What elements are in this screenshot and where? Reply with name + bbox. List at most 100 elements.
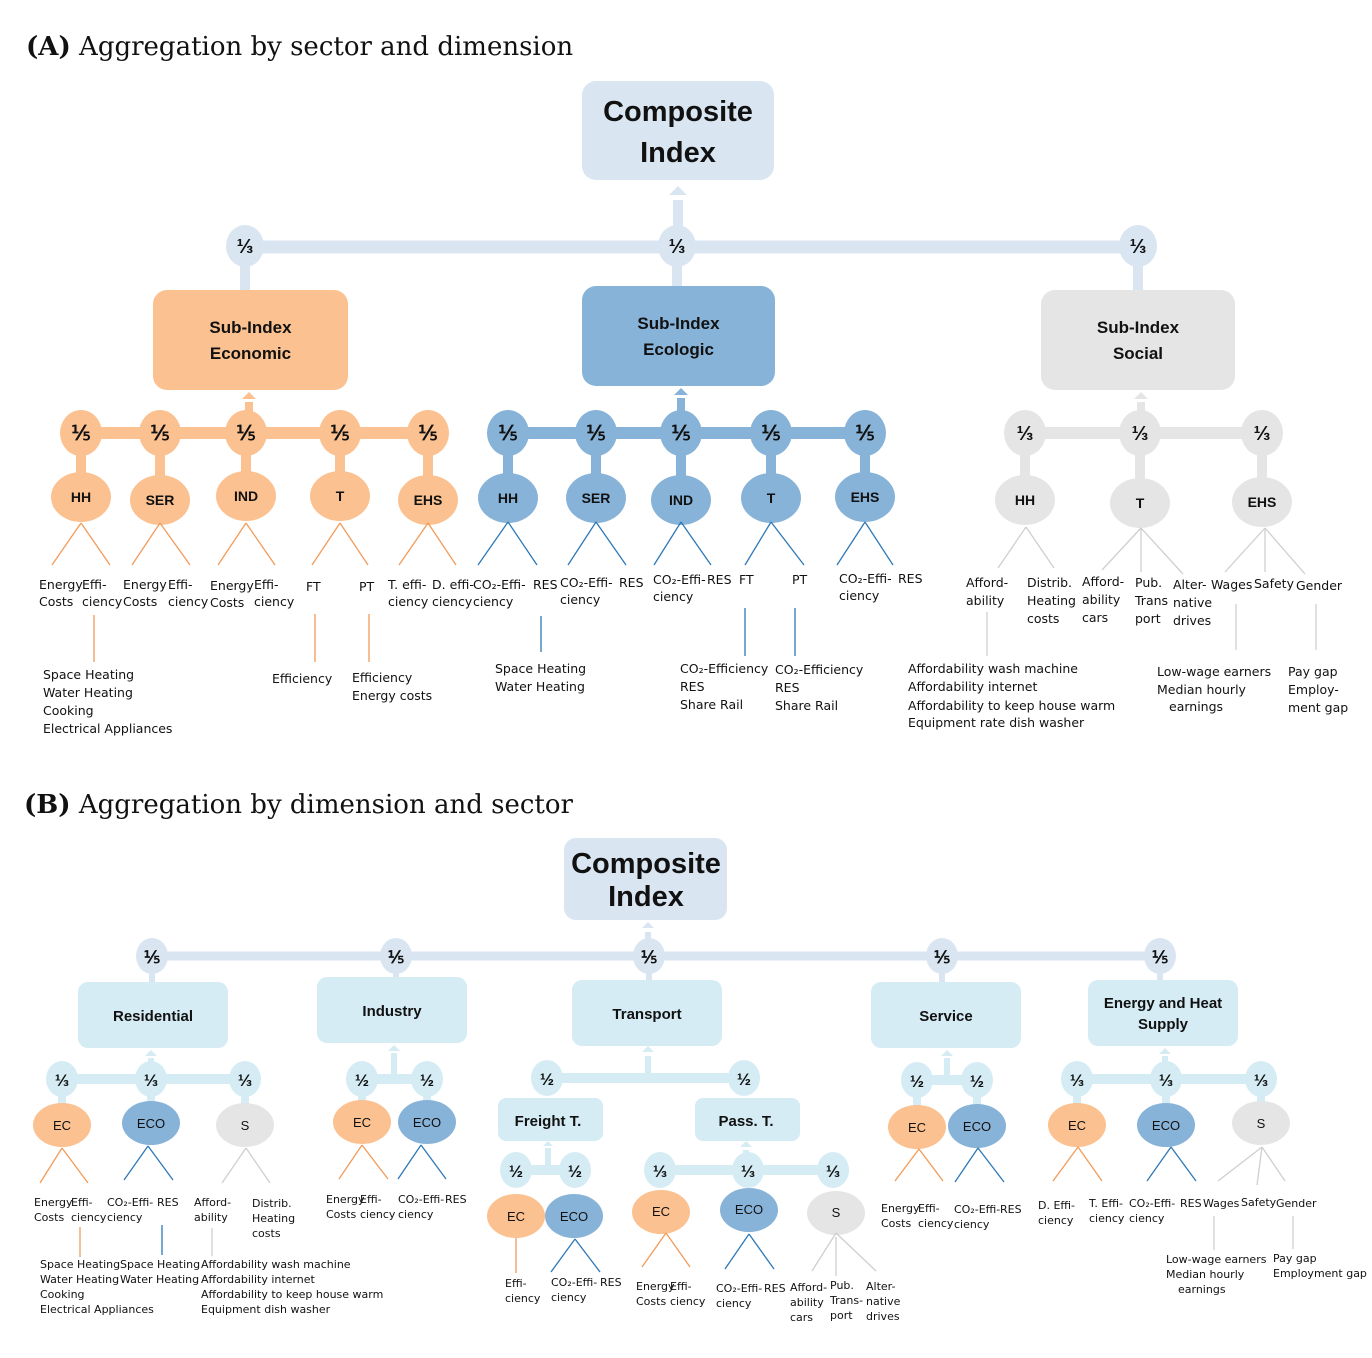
indicator-label: Effi- bbox=[168, 577, 193, 592]
branch-line bbox=[653, 521, 682, 566]
indicator-label: Energy bbox=[636, 1280, 675, 1293]
dimension-node-label: ECO bbox=[1152, 1118, 1180, 1133]
indicator-sub-label: Space Heating bbox=[495, 661, 586, 676]
weight-circle bbox=[633, 938, 665, 974]
indicator-label: Distrib. bbox=[252, 1197, 292, 1210]
indicator-label: port bbox=[830, 1309, 853, 1322]
branch-line bbox=[997, 526, 1027, 569]
weight-label: ½ bbox=[420, 1071, 434, 1090]
indicator-label: FT bbox=[306, 579, 321, 594]
dimension-node-eco bbox=[398, 1100, 456, 1144]
dimension-node-eco bbox=[948, 1104, 1006, 1148]
weight-label: ½ bbox=[568, 1162, 582, 1181]
connector-line bbox=[1256, 1146, 1263, 1186]
weight-label: ⅓ bbox=[669, 236, 686, 258]
sector-node-label: T bbox=[1136, 495, 1145, 511]
indicator-label: CO₂-Effi- bbox=[107, 1196, 153, 1209]
connector-line bbox=[1261, 1146, 1286, 1182]
indicator-label: native bbox=[1173, 595, 1212, 610]
weight-circle bbox=[1241, 410, 1283, 456]
subindex-label: Sub-Index bbox=[637, 314, 720, 333]
indicator-label: RES bbox=[445, 1193, 467, 1206]
branch-line bbox=[641, 1232, 667, 1268]
indicator-label: Costs bbox=[39, 594, 73, 609]
indicator-label: T. effi- bbox=[387, 577, 426, 592]
subindex-label: Social bbox=[1113, 344, 1163, 363]
branch-line bbox=[159, 522, 191, 566]
weight-circle bbox=[660, 410, 702, 456]
dimension-node-s bbox=[216, 1103, 274, 1147]
indicator-label: Energy bbox=[326, 1193, 365, 1206]
weight-label: ⅓ bbox=[1159, 1071, 1173, 1090]
indicator-label: ciency bbox=[398, 1208, 434, 1221]
indicator-sub-label: RES bbox=[775, 680, 800, 695]
indicator-label: RES bbox=[157, 1196, 179, 1209]
indicator-sub-label: Affordability wash machine bbox=[201, 1258, 351, 1271]
branch-line bbox=[724, 1233, 750, 1270]
branch-line bbox=[245, 522, 276, 566]
sector-node-ser bbox=[566, 473, 626, 523]
weight-circle bbox=[139, 410, 181, 456]
dimension-node-label: EC bbox=[353, 1115, 371, 1130]
connector-line bbox=[1264, 527, 1306, 575]
indicator-label: D. effi- bbox=[432, 577, 474, 592]
indicator-sub-label: Electrical Appliances bbox=[40, 1303, 154, 1316]
indicator-sub-label: Space Heating bbox=[40, 1258, 120, 1271]
weight-label: ⅓ bbox=[237, 236, 254, 258]
weight-label: ½ bbox=[540, 1070, 554, 1089]
sector-node-label: T bbox=[336, 488, 345, 504]
indicator-sub-label: Cooking bbox=[43, 703, 94, 718]
sector-label: Residential bbox=[113, 1008, 193, 1025]
sector-node-t bbox=[741, 473, 801, 523]
indicator-label: Costs bbox=[326, 1208, 356, 1221]
weight-label: ⅓ bbox=[826, 1162, 840, 1181]
indicator-label: Effi- bbox=[670, 1280, 692, 1293]
subindex-label: Sub-Index bbox=[209, 318, 292, 337]
sector-node-label: EHS bbox=[851, 489, 880, 505]
weight-label: ⅕ bbox=[761, 423, 780, 445]
indicator-label: Safety bbox=[1254, 576, 1295, 591]
indicator-label: Gender bbox=[1276, 1197, 1317, 1210]
indicator-label: T. Effi- bbox=[1088, 1197, 1123, 1210]
indicator-label: CO₂-Effi- bbox=[398, 1193, 444, 1206]
composite-index-label: Composite bbox=[603, 96, 753, 128]
sector-node-label: SER bbox=[582, 490, 611, 506]
branch-line bbox=[245, 1147, 271, 1184]
weight-circle bbox=[961, 1062, 993, 1098]
arrow-head-icon bbox=[145, 1050, 157, 1056]
dimension-node-label: S bbox=[832, 1205, 841, 1220]
sector-box-service bbox=[871, 982, 1021, 1048]
subindex-label: Sub-Index bbox=[1097, 318, 1180, 337]
sector-node-ser bbox=[130, 475, 190, 525]
weight-label: ⅕ bbox=[855, 423, 874, 445]
indicator-label: Costs bbox=[881, 1217, 911, 1230]
weight-label: ½ bbox=[910, 1072, 924, 1091]
indicator-sub-label: Median hourly bbox=[1157, 682, 1247, 697]
sector-node-label: SER bbox=[146, 492, 175, 508]
branch-line bbox=[338, 1144, 363, 1180]
indicator-label: Costs bbox=[34, 1211, 64, 1224]
indicator-label: RES bbox=[1180, 1197, 1202, 1210]
sector-node-ehs bbox=[835, 472, 895, 522]
branch-line bbox=[1146, 1146, 1172, 1182]
weight-label: ½ bbox=[970, 1072, 984, 1091]
arrow-head-icon bbox=[1134, 392, 1148, 399]
sector-node-t bbox=[1110, 478, 1170, 528]
weight-label: ⅕ bbox=[418, 423, 437, 445]
indicator-label: Energy bbox=[39, 577, 83, 592]
weight-label: ⅓ bbox=[238, 1071, 252, 1090]
connector-line bbox=[1217, 1146, 1263, 1182]
branch-line bbox=[131, 522, 161, 566]
sector-node-label: IND bbox=[669, 492, 693, 508]
arrow-head-icon bbox=[669, 186, 687, 195]
indicator-label: Effi- bbox=[71, 1196, 93, 1209]
sector-node-ehs bbox=[1232, 477, 1292, 527]
composite-index-label: Composite bbox=[571, 848, 721, 880]
branch-line bbox=[918, 1148, 944, 1182]
weight-label: ⅓ bbox=[1254, 423, 1271, 445]
sector-node-label: IND bbox=[234, 488, 258, 504]
subsector-box-passenger bbox=[695, 1098, 800, 1141]
branch-line bbox=[1052, 1146, 1079, 1182]
weight-circle bbox=[407, 410, 449, 456]
indicator-label: ciency bbox=[551, 1291, 587, 1304]
